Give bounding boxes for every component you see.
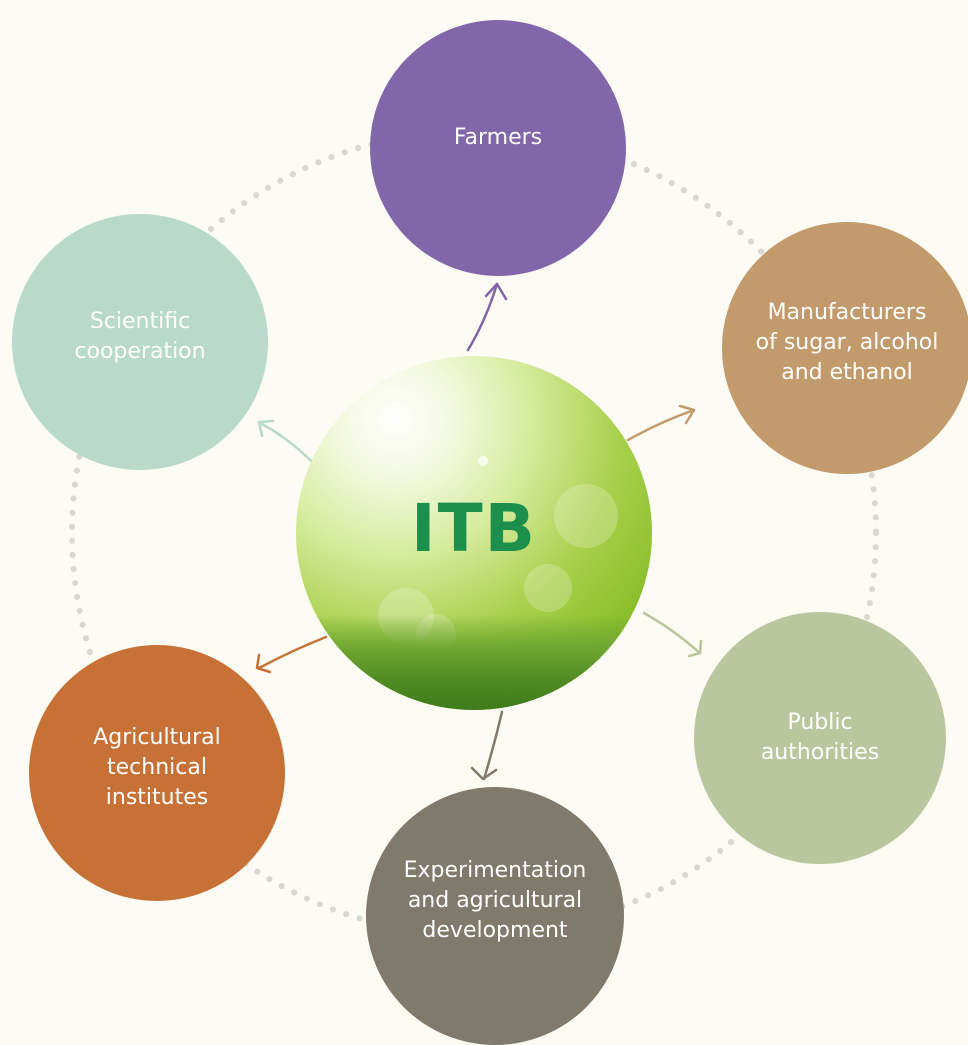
bokeh-light bbox=[478, 456, 488, 466]
node-farmers: Farmers bbox=[370, 20, 626, 276]
node-agricultural-technical-institutes-label: Agricultural technical institutes bbox=[93, 725, 221, 810]
node-agricultural-technical-institutes: Agricultural technical institutes bbox=[29, 645, 285, 901]
arrowhead-scientific bbox=[257, 419, 275, 438]
node-public-authorities-label: Public authorities bbox=[760, 710, 880, 765]
node-experimentation: Experimentation and agricultural develop… bbox=[366, 787, 624, 1045]
node-manufacturers: Manufacturers of sugar, alcohol and etha… bbox=[722, 222, 968, 474]
arrowhead-manufacturers bbox=[678, 404, 696, 425]
bokeh-light bbox=[554, 484, 618, 548]
node-manufacturers-label: Manufacturers of sugar, alcohol and etha… bbox=[755, 300, 939, 385]
arrow-to-experimentation bbox=[482, 710, 504, 781]
arrow-to-public bbox=[642, 611, 702, 655]
node-public-authorities: Public authorities bbox=[694, 612, 946, 864]
arrowhead-farmers bbox=[484, 282, 508, 301]
arrowhead-public bbox=[687, 639, 703, 658]
arrow-to-farmers bbox=[466, 282, 499, 352]
arrowhead-experimentation bbox=[470, 766, 498, 781]
node-farmers-label: Farmers bbox=[453, 125, 543, 151]
bokeh-light bbox=[524, 564, 572, 612]
arrow-to-manufacturers bbox=[626, 408, 696, 442]
node-scientific-cooperation: Scientific cooperation bbox=[12, 214, 268, 470]
node-experimentation-label: Experimentation and agricultural develop… bbox=[403, 858, 587, 943]
node-scientific-cooperation-label: Scientific cooperation bbox=[74, 309, 206, 364]
arrowhead-agricultural bbox=[255, 653, 272, 674]
center-itb-circle: ITB bbox=[296, 356, 652, 710]
itb-logo: ITB bbox=[411, 490, 537, 567]
grass-field bbox=[296, 615, 652, 710]
